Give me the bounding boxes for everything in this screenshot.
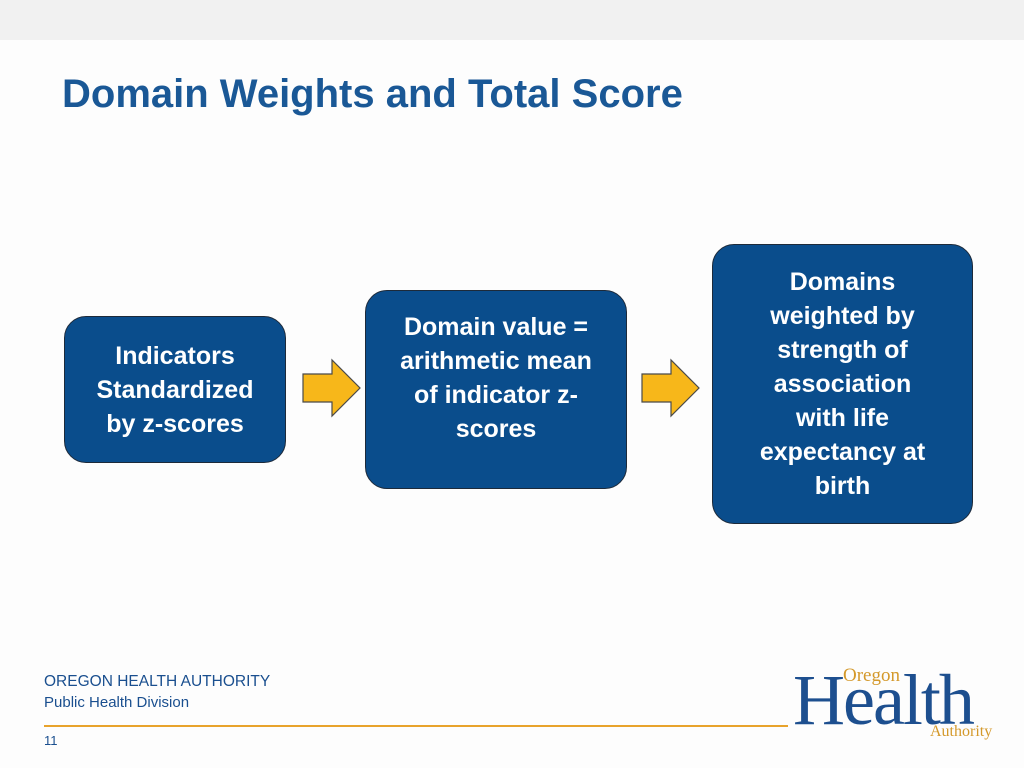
step-text-line: weighted by xyxy=(770,302,915,330)
footer-divider xyxy=(44,725,788,727)
footer-division-name: Public Health Division xyxy=(44,694,190,711)
footer-org-name: OREGON HEALTH AUTHORITY xyxy=(44,673,271,690)
step-text-line: Standardized xyxy=(96,375,254,404)
logo-oregon-text: Oregon xyxy=(843,665,900,686)
top-band xyxy=(0,0,1024,40)
step-text-line: Indicators xyxy=(115,341,235,370)
step-text-line: arithmetic mean xyxy=(400,346,592,375)
slide-title: Domain Weights and Total Score xyxy=(62,72,683,116)
step-text-line: with life xyxy=(795,404,890,432)
right-arrow-icon xyxy=(641,358,700,418)
oregon-health-authority-logo: Health Oregon Authority xyxy=(793,662,1003,746)
logo-health-text: Health xyxy=(793,660,975,740)
step-text-line: birth xyxy=(814,472,871,500)
logo-authority-text: Authority xyxy=(930,723,993,740)
step-text-line: Domains xyxy=(789,268,896,296)
step-text-line: by z-scores xyxy=(106,409,244,438)
right-arrow-icon xyxy=(302,358,361,418)
page-number: 11 xyxy=(44,733,58,748)
step-box-text: Indicators Standardized by z-scores xyxy=(97,339,254,441)
step-box-domain-value: Domain value = arithmetic mean of indica… xyxy=(365,290,627,489)
step-text-line: strength of xyxy=(777,336,908,364)
step-text-line: of indicator z- xyxy=(414,380,578,409)
step-box-text: Domain value = arithmetic mean of indica… xyxy=(400,310,592,446)
step-box-domains-weighted: Domains weighted by strength of associat… xyxy=(712,244,973,524)
step-box-indicators: Indicators Standardized by z-scores xyxy=(64,316,286,463)
step-box-text: Domains weighted by strength of associat… xyxy=(760,265,925,503)
step-text-line: association xyxy=(773,370,912,398)
step-text-line: scores xyxy=(455,414,537,443)
step-text-line: expectancy at xyxy=(759,438,926,466)
step-text-line: Domain value = xyxy=(403,312,589,341)
